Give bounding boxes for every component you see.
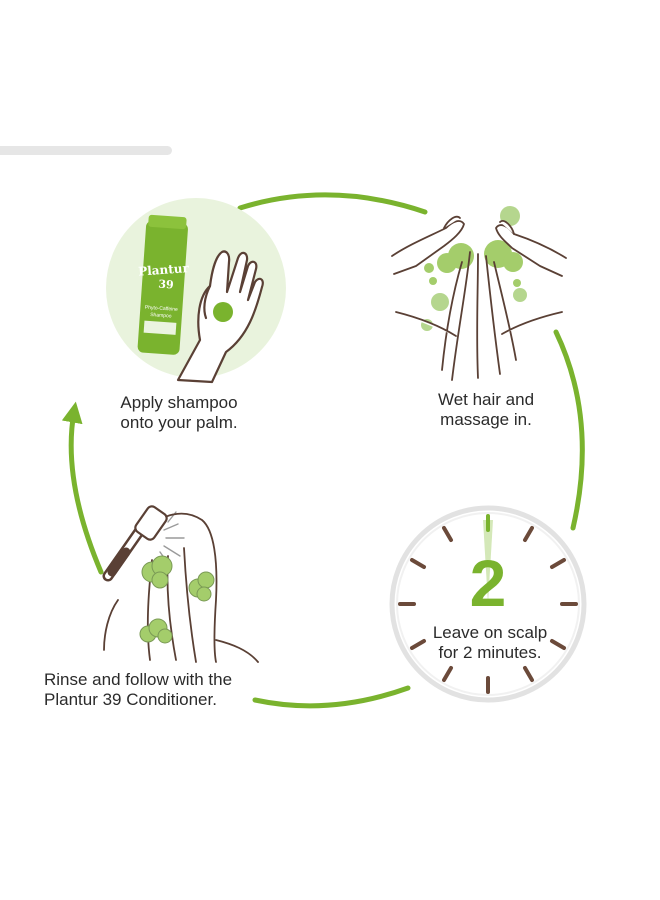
- caption-rinse: Rinse and follow with the Plantur 39 Con…: [44, 670, 274, 710]
- caption-line: for 2 minutes.: [438, 643, 542, 662]
- rinse-foam-icons: [139, 555, 215, 644]
- shower-head-icon: [102, 505, 168, 582]
- timer-clock-icon: [389, 505, 587, 703]
- bottle-number-text: 39: [158, 278, 174, 292]
- caption-leave: Leave on scalp for 2 minutes.: [425, 623, 555, 663]
- caption-line: massage in.: [440, 410, 532, 429]
- foam-bubble-icons: [421, 206, 527, 331]
- timer-number: 2: [469, 546, 507, 620]
- bottle-line1-text: Phyto-Caffeine: [145, 305, 179, 313]
- cycle-arc-right: [553, 329, 585, 531]
- hair-line-art: [441, 251, 517, 381]
- timer-elapsed-wedge: [483, 520, 493, 604]
- caption-line: Leave on scalp: [432, 623, 548, 642]
- caption-line: onto your palm.: [120, 413, 238, 432]
- step-wet-illustration: [391, 206, 567, 381]
- caption-line: Wet hair and: [437, 390, 535, 409]
- bottle-line2-text: Shampoo: [150, 312, 172, 319]
- bottle-brand-text: Plantur: [138, 261, 190, 279]
- step-apply-illustration: Plantur 39 Phyto-Caffeine Shampoo: [106, 198, 286, 384]
- clock-ticks: [398, 514, 578, 694]
- progress-bar: [0, 146, 172, 155]
- caption-apply: Apply shampoo onto your palm.: [108, 393, 250, 433]
- cycle-arc-top: [237, 192, 428, 215]
- cycle-arc-left-arrow: [61, 401, 104, 575]
- caption-wet: Wet hair and massage in.: [418, 390, 554, 430]
- shampoo-bottle-icon: Plantur 39 Phyto-Caffeine Shampoo: [137, 214, 190, 355]
- shampoo-drop-icon: [213, 302, 233, 322]
- caption-line: Plantur 39 Conditioner.: [44, 690, 217, 709]
- caption-line: Apply shampoo: [120, 393, 238, 412]
- hair-rinse-line-art: [103, 512, 259, 663]
- step-rinse-illustration: [102, 505, 259, 663]
- cycle-arc-bottom: [252, 685, 411, 709]
- caption-line: Rinse and follow with the: [44, 670, 233, 689]
- massaging-hands-icon: [391, 215, 567, 337]
